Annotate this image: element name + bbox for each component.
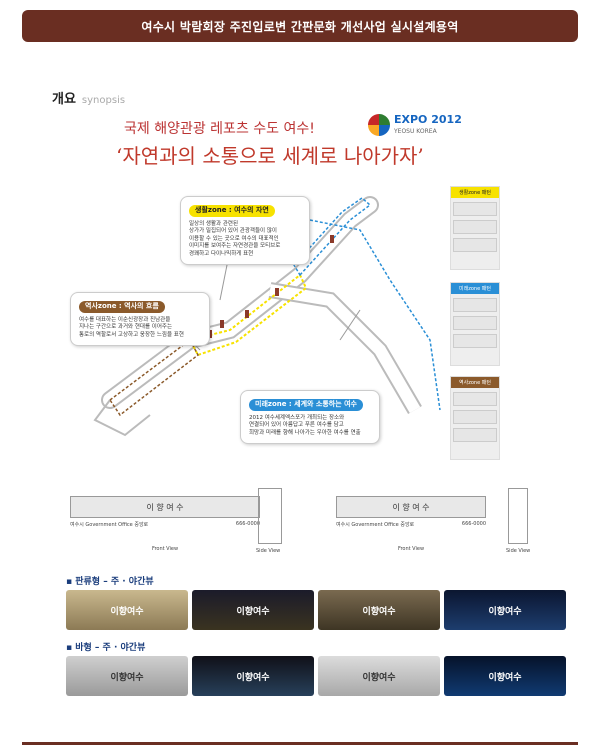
sign-small-text: 여수시 Government Office 중앙로	[70, 522, 149, 528]
callout-future-zone: 미래zone : 세계와 소통하는 여수 2012 여수세계엑스포가 개최되는 …	[240, 390, 380, 444]
zone-desc-line: 2012 여수세계엑스포가 개최되는 장소와	[249, 414, 345, 421]
pattern-placeholder	[453, 428, 497, 442]
side-panel-label: 생활zone 패턴	[451, 187, 499, 198]
zone-desc-line: 일상의 생활과 관련된	[189, 220, 239, 227]
pattern-placeholder	[453, 220, 497, 234]
zone-outline-history	[108, 338, 199, 417]
expo-name: EXPO 2012	[394, 113, 462, 126]
slogan-line1: 국제 해양관광 레포츠 수도 여수!	[124, 121, 315, 137]
expo-logo-icon	[368, 114, 390, 136]
expo-logo-text: EXPO 2012 YEOSU KOREA	[394, 114, 462, 138]
road-end	[93, 399, 151, 437]
footer-line	[22, 742, 578, 745]
callout-life-zone: 생활zone : 여수의 자연 일상의 생활과 관련된 상가가 밀집되어 있어 …	[180, 196, 310, 265]
sign-info-right: 여수시 Government Office 중앙로 666-0000	[336, 521, 486, 528]
zone-desc-line: 통로의 역할로서 고상하고 웅장한 느낌을 표현	[79, 331, 184, 338]
sign-thumb: 이향여수	[318, 590, 440, 630]
drawing-right: 이 향 여 수 여수시 Government Office 중앙로 666-00…	[336, 488, 486, 552]
zone-desc-line: 희망과 미래를 향해 나아가는 우아한 여수를 연출	[249, 429, 361, 436]
zone-map	[93, 196, 441, 437]
drawing-left: 이 향 여 수 여수시 Government Office 중앙로 666-00…	[70, 488, 260, 552]
pattern-placeholder	[453, 238, 497, 252]
sign-thumb: 이향여수	[318, 656, 440, 696]
pattern-placeholder	[453, 202, 497, 216]
header-title: 여수시 박람회장 주진입로변 간판문화 개선사업 실시설계용역	[141, 19, 459, 34]
zone-desc-line: 이미지를 보여주는 자연경관을 모티브로	[189, 243, 281, 249]
section-title: 개요 synopsis	[52, 88, 125, 107]
sign-thumb: 이향여수	[66, 590, 188, 630]
branch-road-inner	[269, 284, 421, 414]
sign-phone: 666-0000	[235, 521, 260, 527]
row-bar-type: 이향여수 이향여수 이향여수 이향여수	[66, 656, 566, 696]
sign-small-text: 여수시 Government Office 중앙로	[336, 522, 415, 528]
zone-desc-history: 여수를 대표하는 이순신광장과 진남관을 지나는 구간으로 과거와 현대를 이어…	[79, 317, 201, 340]
sign-thumb: 이향여수	[444, 590, 566, 630]
zone-tag-future: 미래zone : 세계와 소통하는 여수	[249, 399, 364, 411]
sign-thumb: 이향여수	[192, 656, 314, 696]
zone-desc-line: 경쾌하고 다이나믹하게 표현	[189, 250, 254, 257]
front-view-label: Front View	[397, 546, 425, 552]
side-view-label: Side View	[256, 548, 281, 554]
side-panel-life: 생활zone 패턴	[450, 186, 500, 270]
pattern-placeholder	[453, 410, 497, 424]
side-view-left	[258, 488, 282, 544]
sign-thumb: 이향여수	[192, 590, 314, 630]
side-view-label: Side View	[506, 548, 531, 554]
sign-thumb: 이향여수	[444, 656, 566, 696]
zone-desc-line: 상가가 밀집되어 있어 관광객들이 많이	[189, 228, 277, 234]
zone-tag-life: 생활zone : 여수의 자연	[189, 205, 275, 217]
expo-sub: YEOSU KOREA	[394, 128, 437, 135]
zone-tag-history: 역사zone : 역사의 흐름	[79, 301, 165, 313]
building-marker	[208, 330, 212, 338]
sign-phone: 666-0000	[461, 521, 486, 527]
sign-front-left: 이 향 여 수	[70, 496, 260, 518]
row-label-panel-type: ▪ 판류형 – 주 · 야간뷰	[66, 577, 154, 587]
front-view-label: Front View	[151, 546, 179, 552]
sign-front-right: 이 향 여 수	[336, 496, 486, 518]
side-panel-label: 역사zone 패턴	[451, 377, 499, 388]
zone-desc-line: 연결되어 있어 아름답고 푸른 여수를 담고	[249, 422, 344, 428]
zone-desc-life: 일상의 생활과 관련된 상가가 밀집되어 있어 관광객들이 많이 이용할 수 있…	[189, 221, 301, 259]
section-title-ko: 개요	[52, 92, 76, 107]
zone-desc-line: 이용할 수 있는 곳으로 여수의 대표적인	[189, 235, 279, 242]
side-panel-label: 미래zone 패턴	[451, 283, 499, 294]
row-label-bar-type: ▪ 바형 – 주 · 야간뷰	[66, 643, 146, 653]
row-panel-type: 이향여수 이향여수 이향여수 이향여수	[66, 590, 566, 630]
sign-info-left: 여수시 Government Office 중앙로 666-0000	[70, 521, 260, 528]
side-view-right	[508, 488, 528, 544]
zone-outline-future	[293, 197, 372, 277]
zone-desc-line: 여수를 대표하는 이순신광장과 진남관을	[79, 316, 171, 323]
pattern-placeholder	[453, 392, 497, 406]
callout-history-zone: 역사zone : 역사의 흐름 여수를 대표하는 이순신광장과 진남관을 지나는…	[70, 292, 210, 346]
building-marker	[275, 288, 279, 296]
zone-desc-future: 2012 여수세계엑스포가 개최되는 장소와 연결되어 있어 아름답고 푸른 여…	[249, 415, 371, 438]
header-bar: 여수시 박람회장 주진입로변 간판문화 개선사업 실시설계용역	[22, 10, 578, 42]
zone-outline-life	[188, 273, 308, 357]
side-panel-history: 역사zone 패턴	[450, 376, 500, 460]
callout-pointer-future	[339, 309, 361, 341]
pattern-placeholder	[453, 298, 497, 312]
pattern-placeholder	[453, 334, 497, 348]
building-marker	[330, 235, 334, 243]
side-panel-future: 미래zone 패턴	[450, 282, 500, 366]
sign-thumb: 이향여수	[66, 656, 188, 696]
pattern-placeholder	[453, 316, 497, 330]
section-title-en: synopsis	[81, 95, 126, 106]
slogan-line2: ‘자연과의 소통으로 세계로 나아가자’	[116, 144, 424, 168]
building-marker	[245, 310, 249, 318]
building-marker	[220, 320, 224, 328]
zone-desc-line: 지나는 구간으로 과거와 현대를 이어주는	[79, 324, 173, 330]
